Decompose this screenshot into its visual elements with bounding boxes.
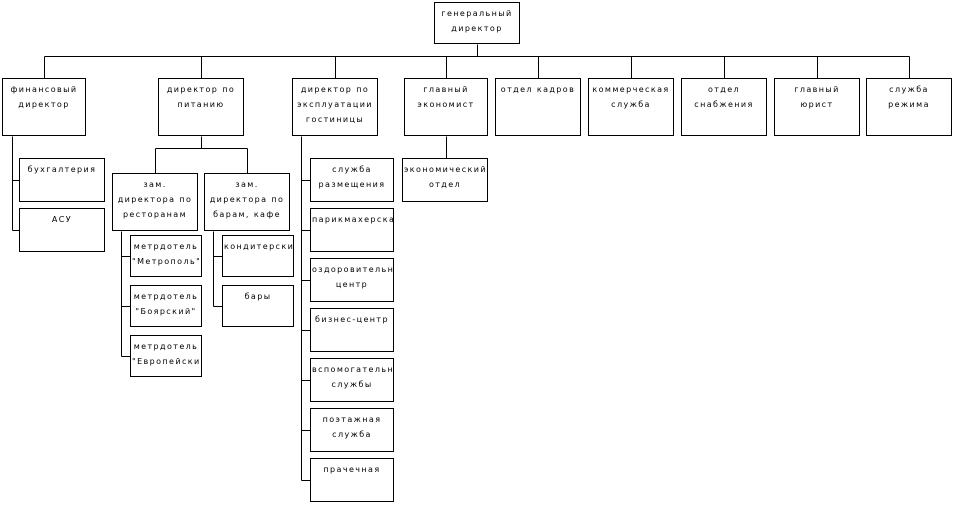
box-label: прачечная bbox=[323, 465, 381, 474]
box-confectioneries: кондитерские bbox=[222, 235, 294, 277]
box-hr-department: отдел кадров bbox=[495, 78, 581, 136]
box-label: метрдотель "Европейский" bbox=[132, 342, 201, 366]
box-deputy-bars-cafes: зам. директора по барам, кафе bbox=[204, 173, 290, 231]
box-floor-service: поэтажная служба bbox=[310, 408, 394, 452]
box-label: экономический отдел bbox=[404, 165, 487, 189]
box-label: зам. директора по ресторанам bbox=[117, 180, 193, 219]
box-label: метрдотель "Метрополь" bbox=[132, 242, 202, 266]
box-food-director: директор по питанию bbox=[158, 78, 244, 136]
box-chief-lawyer: главный юрист bbox=[774, 78, 860, 136]
box-accommodation-service: служба размещения bbox=[310, 158, 394, 202]
box-business-center: бизнес-центр bbox=[310, 308, 394, 352]
box-economic-department: экономический отдел bbox=[402, 158, 488, 202]
box-general-director: генеральный директор bbox=[434, 2, 520, 44]
box-label: главный экономист bbox=[417, 85, 475, 109]
box-label: кондитерские bbox=[224, 242, 294, 251]
box-label: бухгалтерия bbox=[27, 165, 97, 174]
box-label: отдел снабжения bbox=[694, 85, 754, 109]
box-maitre-boyarsky: метрдотель "Боярский" bbox=[130, 285, 202, 327]
box-label: финансовый директор bbox=[10, 85, 78, 109]
box-hairdresser: парикмахерская bbox=[310, 208, 394, 252]
box-security-regime-service: служба режима bbox=[866, 78, 952, 136]
box-label: директор по питанию bbox=[166, 85, 236, 109]
box-label: главный юрист bbox=[794, 85, 840, 109]
box-label: бизнес-центр bbox=[315, 315, 389, 324]
box-health-center: оздоровительный центр bbox=[310, 258, 394, 302]
box-auxiliary-services: вспомогательные службы bbox=[310, 358, 394, 402]
box-label: бары bbox=[244, 292, 272, 301]
box-supply-department: отдел снабжения bbox=[681, 78, 767, 136]
box-label: вспомогательные службы bbox=[312, 365, 394, 389]
box-accounting: бухгалтерия bbox=[19, 158, 105, 202]
box-label: коммерческая служба bbox=[592, 85, 670, 109]
box-label: поэтажная служба bbox=[322, 415, 382, 439]
box-bars: бары bbox=[222, 285, 294, 327]
box-deputy-restaurants: зам. директора по ресторанам bbox=[112, 173, 198, 231]
box-label: генеральный директор bbox=[441, 9, 513, 33]
box-maitre-evropeisky: метрдотель "Европейский" bbox=[130, 335, 202, 377]
box-label: АСУ bbox=[51, 215, 73, 224]
box-finance-director: финансовый директор bbox=[2, 78, 86, 136]
box-label: парикмахерская bbox=[312, 215, 394, 224]
box-label: оздоровительный центр bbox=[312, 265, 394, 289]
box-commercial-service: коммерческая служба bbox=[588, 78, 674, 136]
box-operations-director: директор по эксплуатации гостиницы bbox=[292, 78, 378, 136]
box-maitre-metropol: метрдотель "Метрополь" bbox=[130, 235, 202, 277]
box-label: служба режима bbox=[888, 85, 930, 109]
box-label: служба размещения bbox=[318, 165, 386, 189]
box-laundry: прачечная bbox=[310, 458, 394, 502]
box-label: директор по эксплуатации гостиницы bbox=[297, 85, 373, 124]
box-asu: АСУ bbox=[19, 208, 105, 252]
box-label: метрдотель "Боярский" bbox=[133, 292, 199, 316]
box-label: зам. директора по барам, кафе bbox=[209, 180, 285, 219]
box-label: отдел кадров bbox=[500, 85, 576, 94]
box-chief-economist: главный экономист bbox=[404, 78, 488, 136]
